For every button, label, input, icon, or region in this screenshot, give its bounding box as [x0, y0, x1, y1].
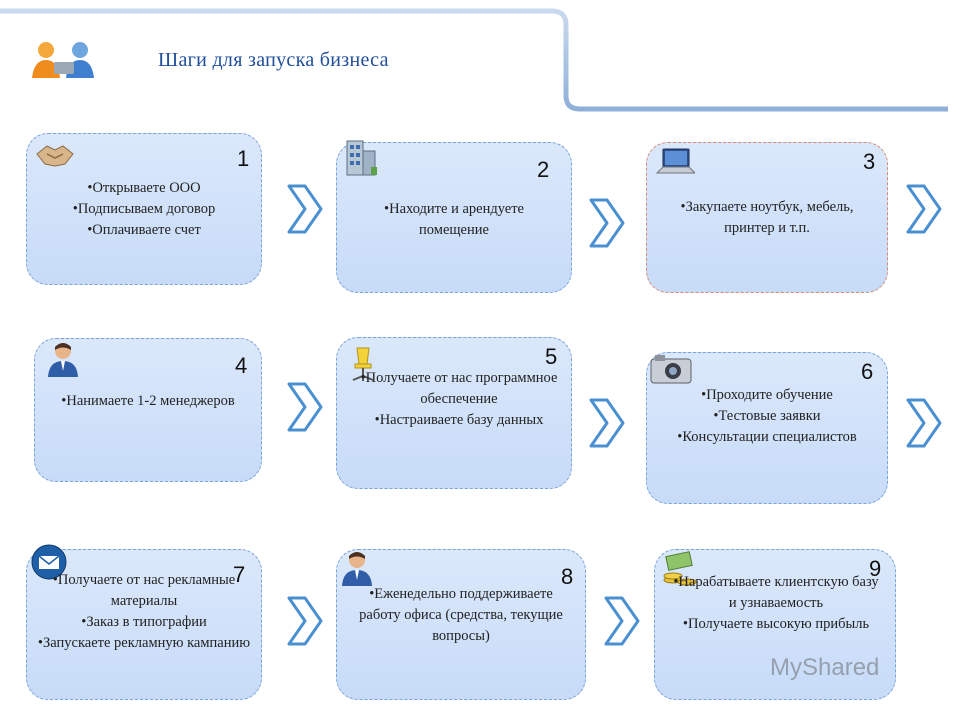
step-number: 6: [861, 359, 874, 384]
step-item: Заказ в типографии: [35, 612, 253, 633]
people-logo-icon: [32, 42, 94, 78]
step-item: Закупаете ноутбук, мебель, принтер и т.п…: [661, 197, 873, 239]
watermark: MyShared: [770, 654, 880, 681]
chevron-right-icon: [906, 184, 942, 234]
chevron-right-icon: [589, 398, 625, 448]
camera-icon: [650, 355, 692, 384]
header-frame: [0, 8, 948, 112]
step-item: Нанимаете 1-2 менеджеров: [47, 391, 249, 412]
step-item: Консультации специалистов: [661, 427, 873, 448]
person-icon: [342, 552, 372, 586]
step-item: Получаете от нас программное обеспечение: [359, 368, 559, 410]
step-item: Оплачиваете счет: [35, 220, 253, 241]
step-item: Еженедельно поддерживаете работу офиса (…: [357, 584, 565, 647]
building-icon: [346, 140, 377, 176]
chevron-right-icon: [287, 382, 323, 432]
handshake-icon: [36, 145, 74, 167]
step-card-7: 7 Получаете от нас рекламные материалы З…: [26, 544, 262, 700]
step-item: Подписываем договор: [35, 199, 253, 220]
step-item: Проходите обучение: [661, 385, 873, 406]
step-card-9: 9 Нарабатываете клиентскую базу и узнава…: [654, 549, 896, 700]
step-item: Запускаете рекламную кампанию: [35, 633, 253, 654]
step-number: 3: [863, 149, 876, 174]
step-card-5: 5 Получаете от нас программное обеспечен…: [336, 337, 572, 489]
laptop-icon: [655, 148, 695, 174]
step-number: 4: [235, 353, 248, 378]
step-item: Нарабатываете клиентскую базу и узнаваем…: [671, 572, 881, 614]
step-number: 1: [237, 146, 250, 171]
step-item: Открываете ООО: [35, 178, 253, 199]
chevron-right-icon: [287, 596, 323, 646]
page-title: Шаги для запуска бизнеса: [158, 49, 389, 71]
step-card-4: 4 Нанимаете 1-2 менеджеров: [34, 338, 262, 482]
chevron-right-icon: [906, 398, 942, 448]
step-card-2: 2 Находите и арендуете помещение: [336, 140, 572, 293]
step-item: Настраиваете базу данных: [359, 410, 559, 431]
step-item: Получаете от нас рекламные материалы: [35, 570, 253, 612]
step-card-6: 6 Проходите обучение Тестовые заявки Кон…: [646, 352, 888, 504]
step-item: Находите и арендуете помещение: [351, 199, 557, 241]
person-icon: [48, 343, 78, 377]
step-number: 8: [561, 564, 574, 589]
step-item: Тестовые заявки: [661, 406, 873, 427]
chevron-right-icon: [287, 184, 323, 234]
step-card-8: 8 Еженедельно поддерживаете работу офиса…: [336, 549, 586, 700]
step-card-1: 1 Открываете ООО Подписываем договор Опл…: [26, 133, 262, 285]
step-number: 2: [537, 157, 550, 182]
chevron-right-icon: [604, 596, 640, 646]
chevron-right-icon: [589, 198, 625, 248]
step-item: Получаете высокую прибыль: [671, 614, 881, 635]
step-number: 5: [545, 344, 558, 369]
step-card-3: 3 Закупаете ноутбук, мебель, принтер и т…: [646, 142, 888, 293]
